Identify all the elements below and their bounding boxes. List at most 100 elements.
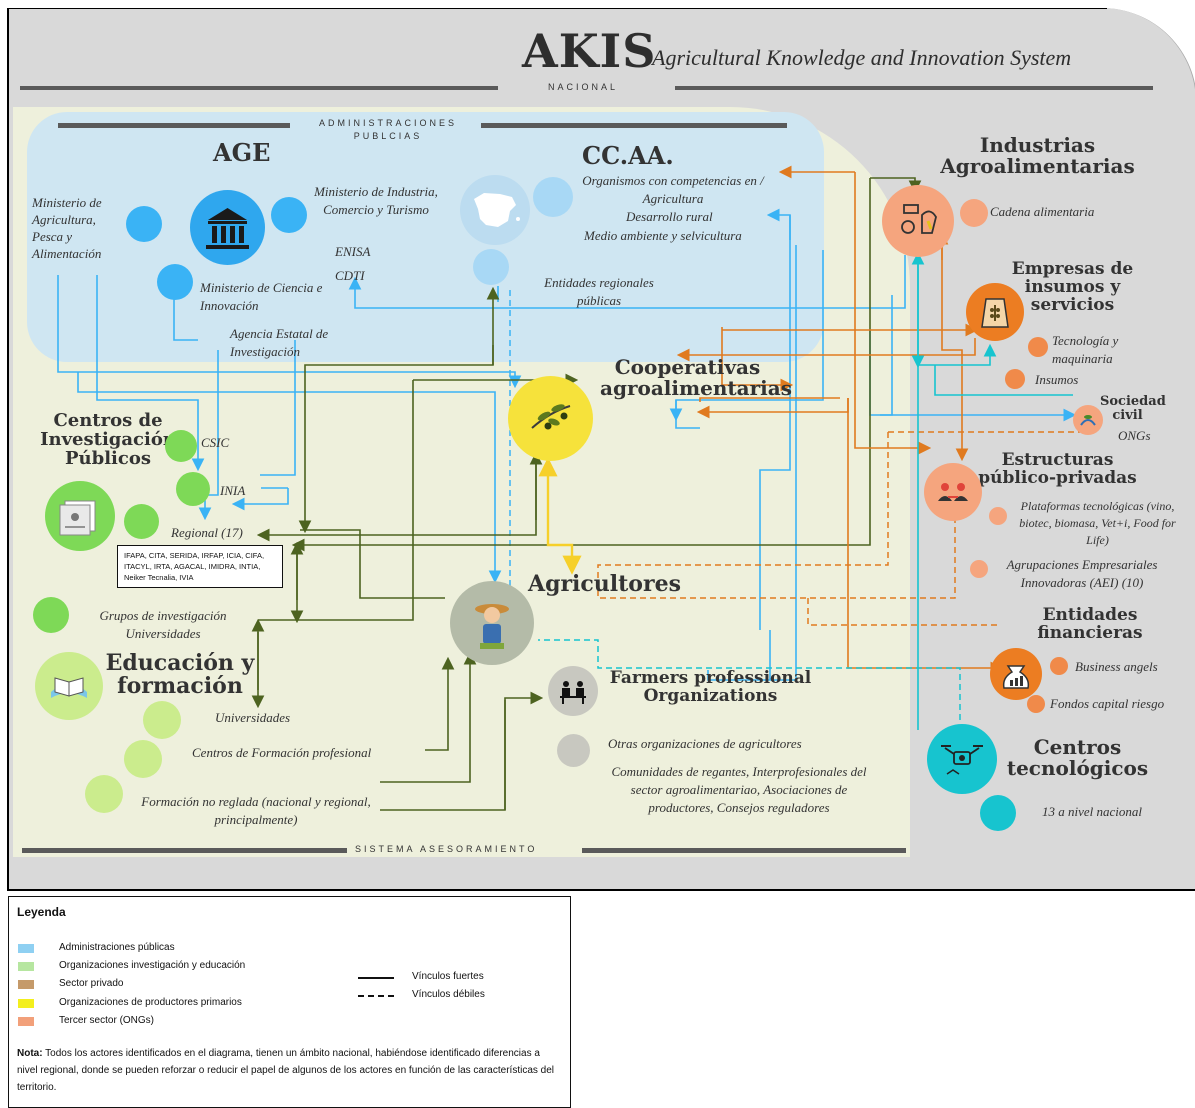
ongs-label: ONGs (1118, 428, 1151, 443)
advisory-section-label: SISTEMA ASESORAMIENTO (355, 844, 538, 854)
universidades-circle (143, 701, 181, 739)
legend-swatch-admin (18, 944, 34, 953)
fp-circle (124, 740, 162, 778)
ccaa-icon-circle (460, 175, 530, 245)
centros-tec-icon-circle (927, 724, 997, 794)
inia-label: INIA (220, 483, 246, 498)
research-document-icon (59, 500, 96, 536)
comunidades-label: Comunidades de regantes, Interprofesiona… (611, 764, 867, 815)
frame-left-border (7, 8, 9, 890)
admin-rule-left (58, 123, 290, 128)
legend-swatch-research (18, 962, 34, 971)
legend-note-label: Nota: (17, 1048, 43, 1059)
legend-item-admin: Administraciones públicas (59, 942, 175, 953)
nivel-label: 13 a nivel nacional (1042, 804, 1143, 819)
public-admin-panel (27, 112, 824, 362)
admin-rule-right (481, 123, 787, 128)
csic-label: CSIC (201, 435, 230, 450)
csic-circle (165, 430, 197, 462)
fondos-label: Fondos capital riesgo (1050, 696, 1165, 711)
otras-circle (557, 734, 590, 767)
insumos-label: Insumos (1035, 372, 1079, 387)
links-layer (57, 165, 1080, 811)
farmer-icon (475, 604, 509, 649)
estructuras-title: Estructuras público-privadas (978, 450, 1137, 488)
legend-note: Nota: Todos los actores identificados en… (17, 1045, 557, 1096)
legend-title: Leyenda (17, 905, 66, 919)
plataformas-label: Plataformas tecnológicas (vino, biotec, … (1019, 499, 1176, 547)
legend-item-third: Tercer sector (ONGs) (59, 1015, 155, 1026)
cdti-label: CDTI (335, 268, 365, 283)
desarrollo-label: Desarrollo rural (626, 209, 713, 224)
government-building-icon (206, 208, 249, 249)
money-bag-icon (1002, 665, 1030, 689)
legend-weak-line (358, 995, 394, 997)
research-icon-circle (45, 481, 115, 551)
financieras-icon-circle (990, 648, 1042, 700)
education-title: Educación y formación (105, 650, 255, 700)
tech-to-farmers-weak-link (538, 639, 961, 720)
book-icon (51, 677, 87, 698)
min-ciencia-label: Ministerio de Ciencia e Innovación (200, 280, 323, 313)
farmers-estructuras-weak-link (597, 432, 889, 590)
olive-branch-icon (531, 404, 571, 430)
regional-label: Regional (17) (171, 525, 243, 540)
min-ciencia-circle (157, 264, 193, 300)
sociedad-title: Sociedad civil (1100, 394, 1166, 423)
agencia-label: Agencia Estatal de Investigación (230, 326, 329, 359)
research-title: Centros de Investigación Públicos (40, 410, 176, 469)
legend-swatch-third (18, 1017, 34, 1026)
otras-label: Otras organizaciones de agricultores (608, 736, 802, 751)
regional-list-box: IFAPA, CITA, SERIDA, IRFAP, ICIA, CIFA, … (117, 545, 283, 588)
legend-strong-label: Vínculos fuertes (412, 971, 484, 982)
akis-title: AKIS (522, 24, 657, 78)
admin-section-label: ADMINISTRACIONES PUBLCIAS (318, 118, 457, 141)
age-title: AGE (213, 138, 271, 167)
grupos-circle (33, 597, 69, 633)
tech-centre-links (911, 251, 1073, 730)
header-rule-right (675, 86, 1153, 90)
farmers-title: Agricultores (528, 571, 681, 597)
frame-bottom-border (7, 889, 1195, 891)
agrupaciones-label: Agrupaciones Empresariales Innovadoras (… (1006, 557, 1158, 590)
advisory-rule-left (22, 848, 347, 853)
research-links (251, 177, 922, 811)
inia-circle (176, 472, 210, 506)
min-agri-label: Ministerio de Agricultura, Pesca y Alime… (32, 195, 102, 261)
min-ind-circle (271, 197, 307, 233)
spain-map-icon (474, 193, 520, 227)
industrias-icon-circle (882, 185, 954, 257)
grupos-label: Grupos de investigación Universidades (99, 608, 227, 641)
drone-icon (941, 745, 983, 775)
agrupaciones-circle (970, 560, 988, 578)
fondos-circle (1027, 695, 1045, 713)
min-agri-circle (126, 206, 162, 242)
financieras-title: Entidades financieras (1037, 605, 1143, 643)
header-rule-left (20, 86, 498, 90)
legend-strong-line (358, 977, 394, 979)
legend-item-research: Organizaciones investigación y educación (59, 960, 246, 971)
ccaa-title: CC.AA. (582, 141, 674, 170)
empresas-icon-circle (966, 283, 1024, 341)
legend-weak-label: Vínculos débiles (412, 989, 485, 1000)
tecnologia-label: Tecnología y maquinaria (1052, 333, 1119, 366)
no-reglada-label: Formación no reglada (nacional y regiona… (141, 794, 371, 827)
legend-box: Leyenda Administraciones públicas Organi… (8, 896, 571, 1108)
legend-note-text: Todos los actores identificados en el di… (17, 1048, 554, 1093)
coops-icon-circle (508, 376, 593, 461)
cadena-label: Cadena alimentaria (990, 204, 1095, 219)
enisa-label: ENISA (335, 244, 371, 259)
akis-subtitle: Agricultural Knowledge and Innovation Sy… (652, 45, 1072, 70)
organismos-label: Organismos con competencias en / Agricul… (582, 173, 764, 206)
sociedad-icon-circle (1073, 405, 1103, 435)
nivel-circle (980, 795, 1016, 831)
coop-farmers-link (546, 462, 582, 575)
estructuras-icon-circle (924, 463, 982, 521)
industrias-title: Industrias Agroalimentarias (940, 133, 1135, 178)
food-industry-icon (901, 204, 937, 234)
universidades-label: Universidades (215, 710, 291, 725)
min-ind-label: Ministerio de Industria, Comercio y Turi… (314, 184, 438, 217)
seed-bag-icon (981, 298, 1009, 328)
entidades-label: Entidades regionales públicas (544, 275, 654, 308)
legend-item-private: Sector privado (59, 978, 124, 989)
